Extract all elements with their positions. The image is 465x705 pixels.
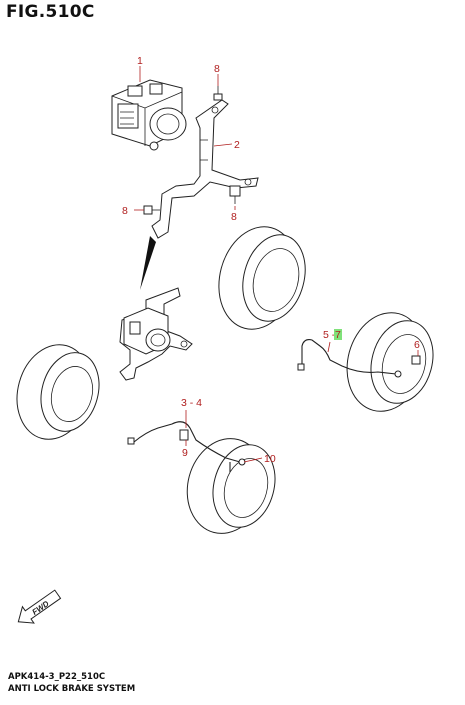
callout-2: 2	[234, 139, 240, 151]
abs-unit-mounted	[119, 287, 193, 381]
fwd-arrow-icon: FWD	[17, 589, 62, 624]
callout-8-right: 8	[231, 211, 237, 223]
front-wheel-sensor[interactable]	[127, 421, 246, 472]
bolt-8-top[interactable]	[213, 86, 223, 101]
callout-7: 7	[335, 329, 341, 341]
callout-10: 10	[264, 453, 276, 465]
figure-title: FIG.510C	[6, 2, 95, 22]
callout-8-left: 8	[122, 205, 128, 217]
callout-6: 6	[414, 339, 420, 351]
front-right-wheel	[186, 438, 276, 534]
sensor-bolt-6[interactable]	[411, 355, 421, 365]
abs-unit[interactable]	[111, 79, 187, 151]
front-left-wheel	[218, 226, 306, 330]
assembly-arrow	[140, 236, 156, 290]
callout-7-highlight	[334, 329, 342, 340]
sensor-clamp-9[interactable]	[179, 429, 189, 441]
figure-name: ANTI LOCK BRAKE SYSTEM	[8, 684, 136, 694]
leader-2	[213, 143, 233, 147]
callout-8-top: 8	[214, 63, 220, 75]
front-left-lower-wheel	[16, 344, 100, 440]
figure-code: APK414-3_P22_510C	[8, 672, 106, 682]
rear-right-wheel	[346, 312, 434, 412]
leader-5-7	[327, 341, 331, 353]
callout-3-4: 3 - 4	[181, 397, 202, 409]
callout-1: 1	[137, 55, 143, 67]
callout-9: 9	[182, 447, 188, 459]
rear-wheel-sensor[interactable]	[297, 339, 402, 378]
bolt-8-right[interactable]	[229, 185, 241, 204]
abs-bracket[interactable]	[151, 99, 259, 239]
callout-5: 5 -	[323, 329, 336, 341]
leader-10	[243, 457, 263, 463]
bolt-8-left[interactable]	[143, 205, 160, 215]
